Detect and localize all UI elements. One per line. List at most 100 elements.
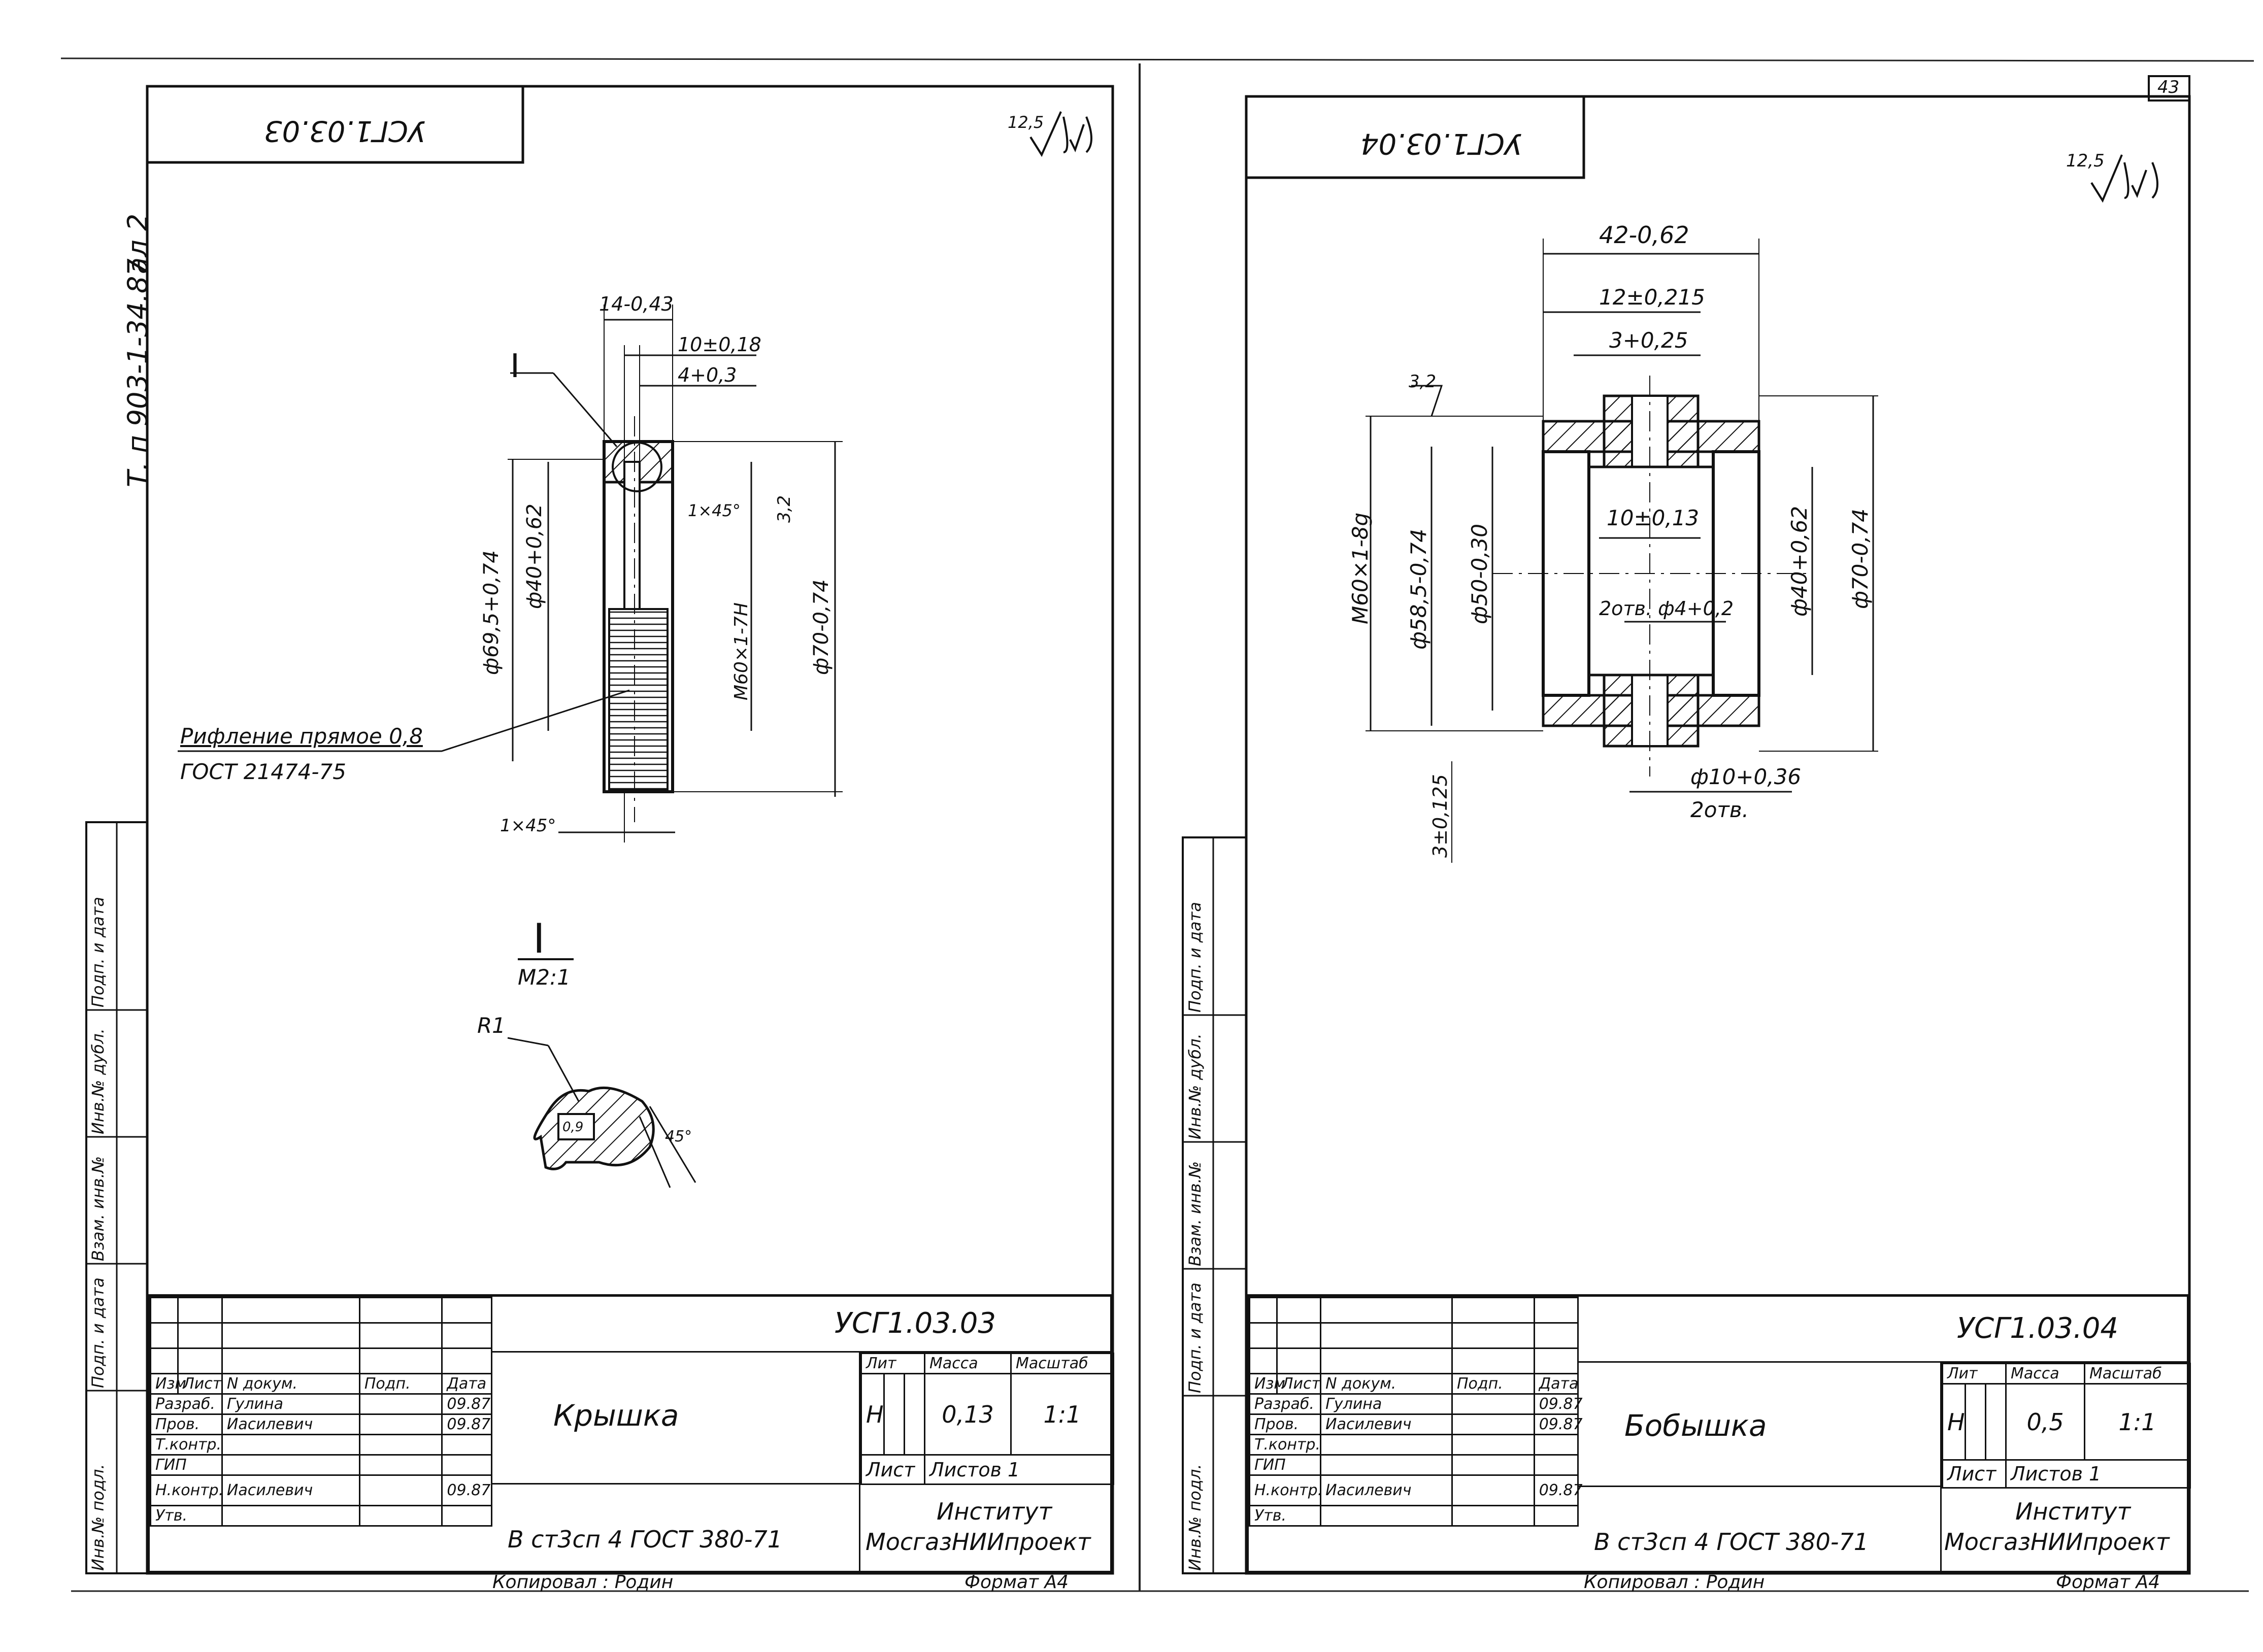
right-material: В ст3сп 4 ГОСТ 380-71	[1594, 1528, 1869, 1556]
right-doc-code: УСГ1.03.04	[1956, 1312, 2118, 1345]
dim-hole-diam: ф10+0,36	[1690, 764, 1802, 789]
left-name-cell: Крышка	[492, 1353, 860, 1485]
left-format: Формат А4	[964, 1572, 1069, 1593]
ncontrol-name: Иасилевич	[1320, 1474, 1453, 1506]
role-ncontrol: Н.контр.	[1248, 1474, 1322, 1506]
dim-d2: 4+0,3	[678, 364, 737, 386]
role-gip: ГИП	[1248, 1454, 1322, 1476]
head-scale: Масштаб	[1010, 1353, 1115, 1374]
ncontrol-date: 09.87	[441, 1474, 492, 1506]
checker-date: 09.87	[1533, 1413, 1583, 1435]
dim-diam-d: ф70-0,74	[1848, 508, 1873, 609]
head-mass: Масса	[2005, 1363, 2086, 1385]
top-edge-line	[60, 57, 2254, 62]
hdr-izm: Изм	[149, 1373, 186, 1395]
detail-scale: М2:1	[518, 965, 571, 990]
dim-chamfer-a: 1×45°	[688, 501, 741, 520]
checker-name: Иасилевич	[221, 1413, 360, 1435]
right-part-name: Бобышка	[1624, 1408, 1767, 1443]
dim-holes: 2отв. ф4+0,2	[1599, 597, 1734, 620]
hdr-doc: N докум.	[221, 1373, 360, 1395]
dim-diam-a: ф58,5-0,74	[1406, 528, 1431, 650]
role-checker: Пров.	[150, 1413, 223, 1435]
left-sheet-frame	[85, 85, 1114, 1575]
boss-section-view	[1366, 239, 1878, 863]
left-top-code: УСГ1.03.03	[264, 114, 426, 147]
hdr-sign: Подп.	[1451, 1373, 1535, 1395]
lit-value: Н	[860, 1373, 885, 1456]
dim-diam-c: ф40+0,62	[1787, 505, 1812, 617]
album-number: ал 2	[122, 213, 154, 274]
dim-rough-b: 3,2	[1409, 372, 1437, 392]
right-copied-by: Копировал : Родин	[1584, 1572, 1765, 1593]
role-gip: ГИП	[150, 1454, 223, 1476]
checker-date: 09.87	[441, 1413, 492, 1435]
right-top-code: УСГ1.03.04	[1360, 127, 1522, 160]
dim-diam-b: ф50-0,30	[1467, 523, 1492, 624]
stamp-label: Подп. и дата	[88, 1277, 108, 1388]
dim-d1: 10±0,18	[678, 333, 761, 356]
ncontrol-date: 09.87	[1533, 1474, 1583, 1506]
detail-view-i	[507, 958, 696, 1188]
dim-diam-a: ф69,5+0,74	[480, 550, 503, 675]
role-checker: Пров.	[1248, 1413, 1322, 1435]
left-copied-by: Копировал : Родин	[492, 1572, 674, 1593]
right-sheet-frame	[1182, 75, 2191, 1575]
hdr-list: Лист	[1276, 1373, 1322, 1395]
left-part-name: Крышка	[553, 1398, 679, 1433]
view-mark-i: I	[510, 348, 520, 385]
dim-d1: 12±0,215	[1599, 285, 1705, 310]
hdr-date: Дата	[441, 1373, 492, 1395]
role-developer: Разраб.	[150, 1393, 223, 1415]
developer-name: Гулина	[1320, 1393, 1453, 1415]
right-org-1: Институт	[2015, 1498, 2131, 1525]
roughness-symbol-right	[2090, 154, 2158, 203]
dim-chamfer-b: 1×45°	[500, 816, 556, 836]
hdr-doc: N докум.	[1320, 1373, 1453, 1395]
checker-name: Иасилевич	[1320, 1413, 1453, 1435]
head-mass: Масса	[924, 1353, 1012, 1374]
hdr-sign: Подп.	[358, 1373, 443, 1395]
stamp-label: Инв.№ дубл.	[1185, 1033, 1205, 1139]
dim-side: 3±0,125	[1429, 774, 1451, 858]
developer-date: 09.87	[441, 1393, 492, 1415]
right-org-2: МосгазНИИпроект	[1944, 1528, 2170, 1556]
detail-label: I	[533, 915, 545, 962]
dim-diam-b: ф40+0,62	[523, 503, 546, 609]
right-material-cell: В ст3сп 4 ГОСТ 380-71	[1579, 1487, 1942, 1573]
sheet-label: Лист	[1941, 1459, 2007, 1489]
role-tcontrol: Т.контр.	[150, 1434, 223, 1456]
mass-value: 0,5	[2005, 1383, 2086, 1461]
roughness-symbol-left	[1029, 111, 1092, 157]
head-lit: Лит	[860, 1353, 926, 1374]
head-lit: Лит	[1941, 1363, 2007, 1385]
scale-value: 1:1	[2084, 1383, 2191, 1461]
developer-name: Гулина	[221, 1393, 360, 1415]
knurl-note-2: ГОСТ 21474-75	[180, 759, 346, 784]
knurl-note-1: Рифление прямое 0,8	[180, 724, 423, 749]
mass-value: 0,13	[924, 1373, 1012, 1456]
left-code-cell: УСГ1.03.03	[492, 1297, 1113, 1353]
role-approve: Утв.	[1248, 1505, 1322, 1527]
stamp-label: Инв.№ дубл.	[88, 1028, 108, 1134]
dim-d2: 3+0,25	[1609, 328, 1688, 353]
dim-width: 14-0,43	[599, 293, 674, 315]
detail-dim: 0,9	[562, 1120, 584, 1135]
role-ncontrol: Н.контр.	[150, 1474, 223, 1506]
sheets-count: Листов 1	[924, 1454, 1115, 1485]
dim-width: 42-0,62	[1599, 221, 1689, 249]
left-material: В ст3сп 4 ГОСТ 380-71	[508, 1526, 783, 1553]
page-number: 43	[2157, 77, 2180, 97]
stamp-label: Инв.№ подл.	[1185, 1464, 1205, 1571]
cap-section-view	[178, 305, 843, 842]
stamp-label: Подп. и дата	[1185, 902, 1205, 1013]
sheet-label: Лист	[860, 1454, 926, 1485]
right-format: Формат А4	[2056, 1572, 2160, 1593]
hdr-izm: Изм	[1249, 1373, 1285, 1395]
left-material-cell: В ст3сп 4 ГОСТ 380-71	[492, 1485, 860, 1573]
